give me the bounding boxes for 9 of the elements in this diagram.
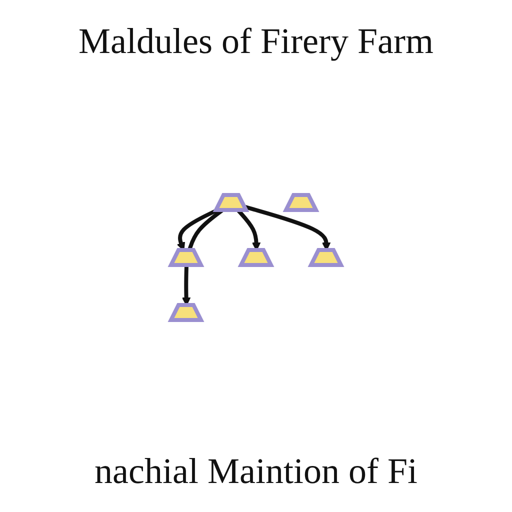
node-house: [308, 248, 344, 266]
arrow: [182, 264, 191, 306]
title: Maldules of Firery Farm: [78, 20, 434, 62]
node-house: [168, 248, 204, 266]
node-house: [282, 192, 320, 212]
node-house: [212, 192, 250, 212]
node-house: [238, 248, 274, 266]
caption: nachial Maintion of Fi: [94, 450, 418, 492]
node-house: [168, 302, 204, 322]
